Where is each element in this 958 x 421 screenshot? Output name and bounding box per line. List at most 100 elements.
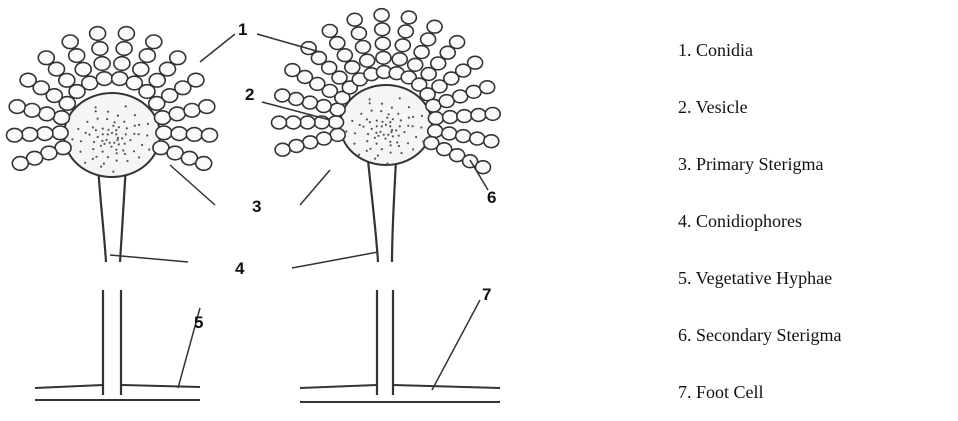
stipple-dot bbox=[122, 149, 124, 151]
legend-item-vegetative-hyphae: 5. Vegetative Hyphae bbox=[678, 250, 841, 307]
conidium-shape bbox=[82, 76, 98, 90]
stipple-dot bbox=[366, 118, 368, 120]
stipple-dot bbox=[389, 121, 391, 123]
stipple-dot bbox=[116, 139, 118, 141]
conidium-shape bbox=[431, 57, 446, 70]
conidium-shape bbox=[421, 33, 436, 46]
conidium-shape bbox=[20, 73, 36, 87]
stipple-dot bbox=[385, 124, 387, 126]
stipple-dot bbox=[371, 110, 373, 112]
conidium-shape bbox=[184, 104, 200, 118]
stipple-dot bbox=[93, 141, 95, 143]
stipple-dot bbox=[147, 123, 149, 125]
stipple-dot bbox=[138, 124, 140, 126]
conidium-shape bbox=[188, 73, 204, 87]
stipple-dot bbox=[359, 124, 361, 126]
conidium-shape bbox=[62, 35, 78, 49]
stipple-dot bbox=[126, 160, 128, 162]
conidium-shape bbox=[272, 116, 287, 129]
stipple-dot bbox=[92, 126, 94, 128]
stipple-dot bbox=[115, 133, 117, 135]
stipple-dot bbox=[115, 149, 117, 151]
stipple-dot bbox=[381, 103, 383, 105]
conidium-shape bbox=[112, 72, 128, 86]
stipple-dot bbox=[377, 135, 379, 137]
right-conidiophore-drawing bbox=[272, 9, 501, 402]
stipple-dot bbox=[397, 113, 399, 115]
stipple-dot bbox=[125, 105, 127, 107]
legend-item-foot-cell: 7. Foot Cell bbox=[678, 364, 841, 421]
stipple-dot bbox=[114, 121, 116, 123]
stipple-dot bbox=[100, 166, 102, 168]
conidium-shape bbox=[12, 157, 28, 171]
stipple-dot bbox=[403, 131, 405, 133]
stipple-dot bbox=[358, 154, 360, 156]
left-conidiophore-drawing bbox=[7, 27, 218, 400]
conidium-shape bbox=[428, 112, 443, 125]
conidium-shape bbox=[114, 57, 130, 71]
conidium-shape bbox=[471, 109, 486, 122]
stipple-dot bbox=[379, 131, 381, 133]
stipple-dot bbox=[129, 139, 131, 141]
stipple-dot bbox=[345, 130, 347, 132]
stipple-dot bbox=[146, 134, 148, 136]
conidium-shape bbox=[395, 39, 410, 52]
legend-item-conidia: 1. Conidia bbox=[678, 22, 841, 79]
callout-7: 7 bbox=[482, 285, 491, 304]
stipple-dot bbox=[92, 158, 94, 160]
conidium-shape bbox=[322, 25, 337, 38]
stipple-dot bbox=[134, 125, 136, 127]
stipple-dot bbox=[84, 162, 86, 164]
conidium-shape bbox=[37, 127, 53, 141]
stipple-dot bbox=[369, 98, 371, 100]
stipple-dot bbox=[408, 106, 410, 108]
conidium-shape bbox=[330, 37, 345, 50]
legend-item-primary-sterigma: 3. Primary Sterigma bbox=[678, 136, 841, 193]
stipple-dot bbox=[95, 156, 97, 158]
conidium-shape bbox=[171, 127, 187, 141]
conidium-shape bbox=[456, 130, 471, 143]
legend-item-conidiophores: 4. Conidiophores bbox=[678, 193, 841, 250]
stipple-dot bbox=[138, 156, 140, 158]
conidium-shape bbox=[139, 49, 155, 63]
stipple-dot bbox=[118, 143, 120, 145]
stipple-dot bbox=[386, 117, 388, 119]
stipple-dot bbox=[124, 143, 126, 145]
stipple-dot bbox=[390, 144, 392, 146]
conidium-shape bbox=[427, 20, 442, 33]
stipple-dot bbox=[387, 134, 389, 136]
conidium-shape bbox=[408, 58, 423, 71]
callout-4: 4 bbox=[235, 259, 245, 278]
stipple-dot bbox=[123, 121, 125, 123]
stipple-dot bbox=[400, 152, 402, 154]
conidium-shape bbox=[92, 42, 108, 56]
stipple-dot bbox=[407, 142, 409, 144]
stipple-dot bbox=[133, 150, 135, 152]
conidium-shape bbox=[24, 104, 40, 118]
stipple-dot bbox=[399, 97, 401, 99]
conidium-shape bbox=[155, 111, 171, 125]
conidium-shape bbox=[94, 57, 110, 71]
stipple-dot bbox=[366, 140, 368, 142]
stipple-dot bbox=[117, 137, 119, 139]
stipple-dot bbox=[398, 135, 400, 137]
callout-1: 1 bbox=[238, 20, 247, 39]
stipple-dot bbox=[111, 132, 113, 134]
stipple-dot bbox=[115, 129, 117, 131]
stipple-dot bbox=[383, 134, 385, 136]
conidium-shape bbox=[345, 61, 360, 74]
conidium-shape bbox=[196, 157, 212, 171]
stipple-dot bbox=[86, 121, 88, 123]
stipple-dot bbox=[102, 133, 104, 135]
conidium-shape bbox=[414, 46, 429, 59]
stipple-dot bbox=[138, 133, 140, 135]
stipple-dot bbox=[369, 121, 371, 123]
conidium-shape bbox=[316, 100, 331, 113]
stipple-dot bbox=[396, 141, 398, 143]
conidium-shape bbox=[376, 51, 391, 64]
conidium-shape bbox=[428, 125, 443, 138]
stipple-dot bbox=[376, 143, 378, 145]
stipple-dot bbox=[389, 125, 391, 127]
stipple-dot bbox=[371, 128, 373, 130]
stipple-dot bbox=[390, 152, 392, 154]
